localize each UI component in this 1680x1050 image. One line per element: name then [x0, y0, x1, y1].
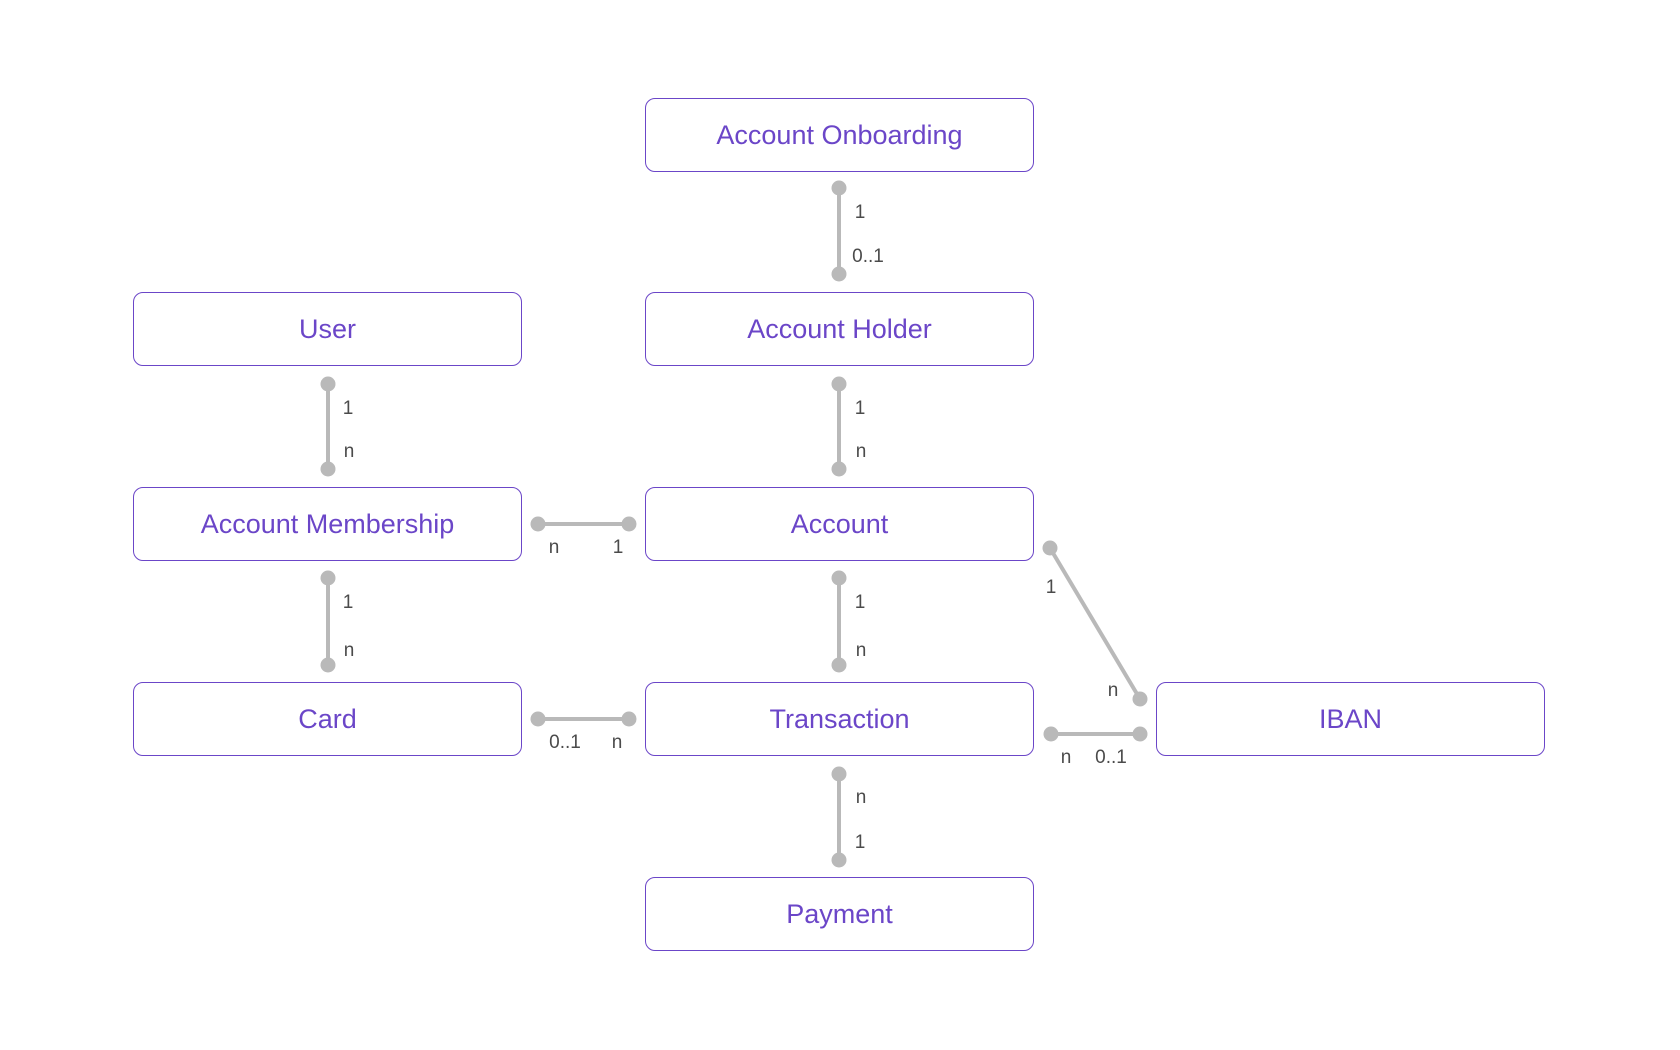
connector-account-transaction — [831, 570, 847, 673]
cardinality-user-side: 1 — [342, 398, 354, 419]
cardinality-membership-side: n — [548, 537, 560, 558]
connector-membership-account — [530, 516, 637, 532]
connector-transaction-payment — [831, 766, 847, 868]
cardinality-card-side: 0..1 — [549, 732, 581, 753]
cardinality-account-side: 1 — [1045, 577, 1057, 598]
entity-transaction[interactable]: Transaction — [645, 682, 1034, 756]
cardinality-membership-side: n — [343, 441, 355, 462]
connector-card-transaction — [530, 711, 637, 727]
connector-transaction-iban — [1043, 726, 1148, 742]
cardinality-iban-side: 0..1 — [1095, 747, 1127, 768]
cardinality-card-side: n — [343, 640, 355, 661]
cardinality-onboarding-side: 1 — [854, 202, 866, 223]
entity-iban[interactable]: IBAN — [1156, 682, 1545, 756]
entity-account-onboarding[interactable]: Account Onboarding — [645, 98, 1034, 172]
cardinality-transaction-side: n — [855, 787, 867, 808]
entity-account[interactable]: Account — [645, 487, 1034, 561]
entity-account-membership[interactable]: Account Membership — [133, 487, 522, 561]
cardinality-holder-side: 0..1 — [852, 246, 884, 267]
connector-user-membership — [320, 376, 336, 477]
cardinality-holder-side: 1 — [854, 398, 866, 419]
connector-holder-account — [831, 376, 847, 477]
cardinality-account-side: n — [855, 441, 867, 462]
cardinality-account-side: 1 — [612, 537, 624, 558]
entity-payment[interactable]: Payment — [645, 877, 1034, 951]
connector-onboarding-holder — [831, 180, 847, 282]
entity-user[interactable]: User — [133, 292, 522, 366]
connector-account-iban — [1042, 540, 1148, 707]
connector-membership-card — [320, 570, 336, 673]
cardinality-transaction-side: n — [1060, 747, 1072, 768]
cardinality-transaction-side: n — [855, 640, 867, 661]
cardinality-membership-side: 1 — [342, 592, 354, 613]
cardinality-payment-side: 1 — [854, 832, 866, 853]
entity-card[interactable]: Card — [133, 682, 522, 756]
cardinality-account-side: 1 — [854, 592, 866, 613]
cardinality-transaction-side: n — [611, 732, 623, 753]
entity-account-holder[interactable]: Account Holder — [645, 292, 1034, 366]
cardinality-iban-side: n — [1107, 680, 1119, 701]
